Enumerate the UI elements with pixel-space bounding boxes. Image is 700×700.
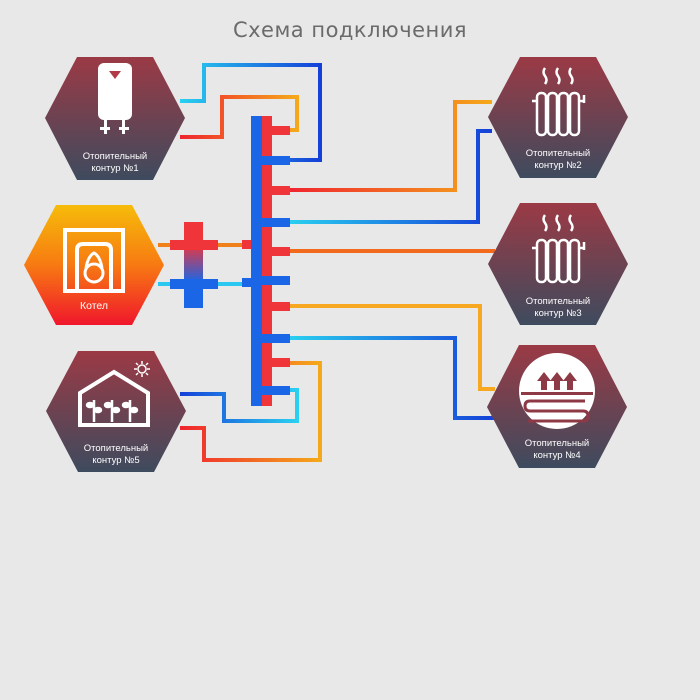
circuit-1-node: Отопительный контур №1 [45, 57, 185, 180]
boiler-flame-icon [63, 228, 125, 293]
circuit-3-node: Отопительный контур №3 [488, 203, 628, 325]
boiler-node: Котел [24, 205, 164, 325]
sun-icon [134, 361, 150, 377]
manifold [242, 116, 290, 406]
hydraulic-separator [170, 222, 218, 308]
pipe-circuit1-return [180, 63, 322, 162]
pipe-circuit2-return [288, 129, 492, 224]
pipe-circuit5-return [180, 388, 299, 423]
circuit-2-label-line1: Отопительный [526, 148, 590, 159]
boiler-label: Котел [80, 300, 108, 312]
pipe-circuit5-supply [180, 361, 322, 462]
circuit-5-label-line2: контур №5 [92, 455, 139, 466]
circuit-4-label-line1: Отопительный [525, 438, 589, 449]
pipe-circuit4-return [288, 336, 495, 420]
circuit-5-label-line1: Отопительный [84, 443, 148, 454]
floor-heating-icon [519, 353, 595, 429]
diagram-title: Схема подключения [232, 18, 468, 42]
circuit-3-label-line1: Отопительный [526, 296, 590, 307]
pipes [158, 63, 495, 462]
circuit-2-label-line2: контур №2 [534, 160, 581, 171]
circuit-5-node: Отопительный контур №5 [46, 351, 186, 472]
water-heater-icon [98, 63, 132, 134]
greenhouse-icon [78, 361, 150, 427]
circuit-2-node: Отопительный контур №2 [488, 57, 628, 178]
circuit-3-label-line2: контур №3 [534, 308, 581, 319]
circuit-4-node: Отопительный контур №4 [487, 345, 627, 468]
pipe-circuit2-supply [288, 100, 492, 192]
pipe-circuit4-supply [288, 304, 495, 391]
pipe-circuit1-supply [180, 95, 299, 139]
radiator-icon [532, 214, 586, 284]
circuit-1-label-line2: контур №1 [91, 163, 138, 174]
circuit-1-label-line1: Отопительный [83, 151, 147, 162]
circuit-4-label-line2: контур №4 [533, 450, 580, 461]
radiator-icon [532, 67, 586, 137]
